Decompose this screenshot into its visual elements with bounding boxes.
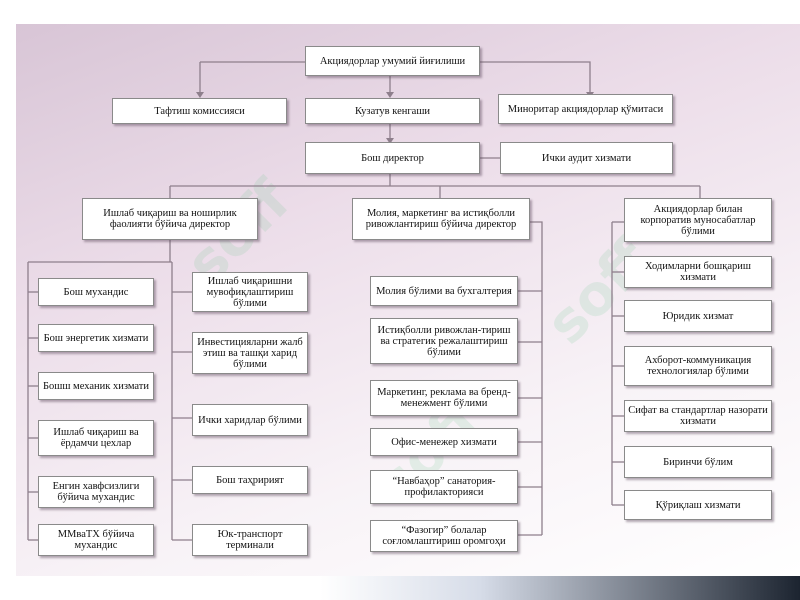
org-box-label: Бош директор: [361, 152, 424, 164]
org-box-investment-procurement: Инвестицияларни жалб этиш ва ташқи харид…: [192, 332, 308, 374]
org-box-audit-commission: Тафтиш комиссияси: [112, 98, 287, 124]
org-box-production-shops: Ишлаб чиқариш ва ёрдамчи цехлар: [38, 420, 154, 456]
org-box-label: Енгин хавфсизлиги бўйича мухандис: [52, 481, 140, 503]
org-box-label: Миноритар акциядорлар қўмитаси: [507, 103, 664, 115]
org-box-finance-director: Молия, маркетинг ва истиқболли ривожлант…: [352, 198, 530, 240]
org-box-supervisory-board: Кузатув кенгаши: [305, 98, 480, 124]
connector-line: [530, 221, 543, 535]
org-box-legal-service: Юридик хизмат: [624, 300, 772, 332]
org-box-label: Ички аудит хизмати: [541, 152, 632, 164]
org-box-director-general: Бош директор: [305, 142, 480, 174]
org-box-label: Кузатув кенгаши: [354, 105, 431, 117]
org-box-marketing-branding: Маркетинг, реклама ва бренд-менежмент бў…: [370, 380, 518, 416]
org-box-shareholders-meeting: Акциядорлар умумий йиғилиши: [305, 46, 480, 76]
org-box-production-coordination: Ишлаб чиқаришни мувофиқлаштириш бўлими: [192, 272, 308, 312]
connector-arrowhead: [386, 92, 394, 98]
org-box-label: Молия бўлими ва бухгалтерия: [376, 285, 512, 297]
org-box-label: Бош мухандис: [63, 286, 129, 298]
org-box-label: Акциядорлар умумий йиғилиши: [319, 55, 466, 67]
org-box-label: Маркетинг, реклама ва бренд-менежмент бў…: [377, 387, 511, 409]
org-box-office-manager: Офис-менежер хизмати: [370, 428, 518, 456]
org-box-internal-audit: Ички аудит хизмати: [500, 142, 673, 174]
org-box-label: Ишлаб чиқариш ва ёрдамчи цехлар: [53, 427, 139, 449]
org-box-fire-safety-engineer: Енгин хавфсизлиги бўйича мухандис: [38, 476, 154, 508]
org-box-label: Юк-транспорт терминали: [217, 529, 283, 551]
org-box-hr-management: Ходимларни бошқариш хизмати: [624, 256, 772, 288]
org-box-label: Ишлаб чиқаришни мувофиқлаштириш бўлими: [206, 275, 294, 309]
org-box-label: Ахборот-коммуникация технологиялар бўлим…: [644, 355, 752, 377]
org-box-quality-standards: Сифат ва стандартлар назорати хизмати: [624, 400, 772, 432]
org-box-label: Биринчи бўлим: [663, 456, 733, 468]
connector-line: [480, 61, 591, 92]
slide-bottom-band: [0, 576, 800, 600]
org-box-chief-editorial: Бош таҳририят: [192, 466, 308, 494]
org-box-label: “Навбаҳор” санатория-профилакторияси: [392, 476, 496, 498]
org-box-chief-engineer: Бош мухандис: [38, 278, 154, 306]
org-box-label: Бош энергетик хизмати: [43, 332, 149, 344]
org-box-label: Бошш механик хизмати: [42, 380, 149, 392]
org-box-chief-power-engineer: Бош энергетик хизмати: [38, 324, 154, 352]
org-box-fazogir-camp: “Фазогир” болалар соғломлаштириш оромгоҳ…: [370, 520, 518, 552]
org-box-label: Молия, маркетинг ва истиқболли ривожлант…: [365, 208, 517, 230]
org-box-production-director: Ишлаб чиқариш ва ноширлик фаолияти бўйич…: [82, 198, 258, 240]
org-box-corporate-relations: Акциядорлар билан корпоратив муносабатла…: [624, 198, 772, 242]
org-box-label: Офис-менежер хизмати: [391, 436, 497, 448]
org-box-label: Инвестицияларни жалб этиш ва ташқи харид…: [197, 336, 303, 370]
org-box-freight-terminal: Юк-транспорт терминали: [192, 524, 308, 556]
org-box-label: Юридик хизмат: [662, 310, 734, 322]
org-box-label: Истиқболли ривожлан-тириш ва стратегик р…: [377, 324, 511, 358]
org-box-navbahor-sanatorium: “Навбаҳор” санатория-профилакторияси: [370, 470, 518, 504]
org-box-label: Ишлаб чиқариш ва ноширлик фаолияти бўйич…: [103, 208, 237, 230]
org-box-label: Акциядорлар билан корпоратив муносабатла…: [640, 203, 756, 237]
org-box-internal-purchasing: Ички харидлар бўлими: [192, 404, 308, 436]
org-box-ict-department: Ахборот-коммуникация технологиялар бўлим…: [624, 346, 772, 386]
org-box-finance-accounting: Молия бўлими ва бухгалтерия: [370, 276, 518, 306]
connector-arrowhead: [386, 138, 394, 144]
org-box-label: Қўриқлаш хизмати: [655, 499, 741, 511]
org-box-mm-th-engineer: ММваТХ бўйича мухандис: [38, 524, 154, 556]
org-box-label: Бош таҳририят: [216, 474, 284, 486]
org-box-strategic-planning: Истиқболли ривожлан-тириш ва стратегик р…: [370, 318, 518, 364]
org-box-label: Тафтиш комиссияси: [154, 105, 245, 117]
org-box-label: ММваТХ бўйича мухандис: [57, 529, 135, 551]
org-box-label: Сифат ва стандартлар назорати хизмати: [628, 405, 768, 427]
org-box-chief-mechanic: Бошш механик хизмати: [38, 372, 154, 400]
org-box-label: Ички харидлар бўлими: [198, 414, 302, 426]
org-box-minority-committee: Миноритар акциядорлар қўмитаси: [498, 94, 673, 124]
org-box-label: “Фазогир” болалар соғломлаштириш оромгоҳ…: [382, 525, 506, 547]
org-box-label: Ходимларни бошқариш хизмати: [645, 261, 751, 283]
org-box-security-service: Қўриқлаш хизмати: [624, 490, 772, 520]
connector-arrowhead: [196, 92, 204, 98]
org-box-first-department: Биринчи бўлим: [624, 446, 772, 478]
